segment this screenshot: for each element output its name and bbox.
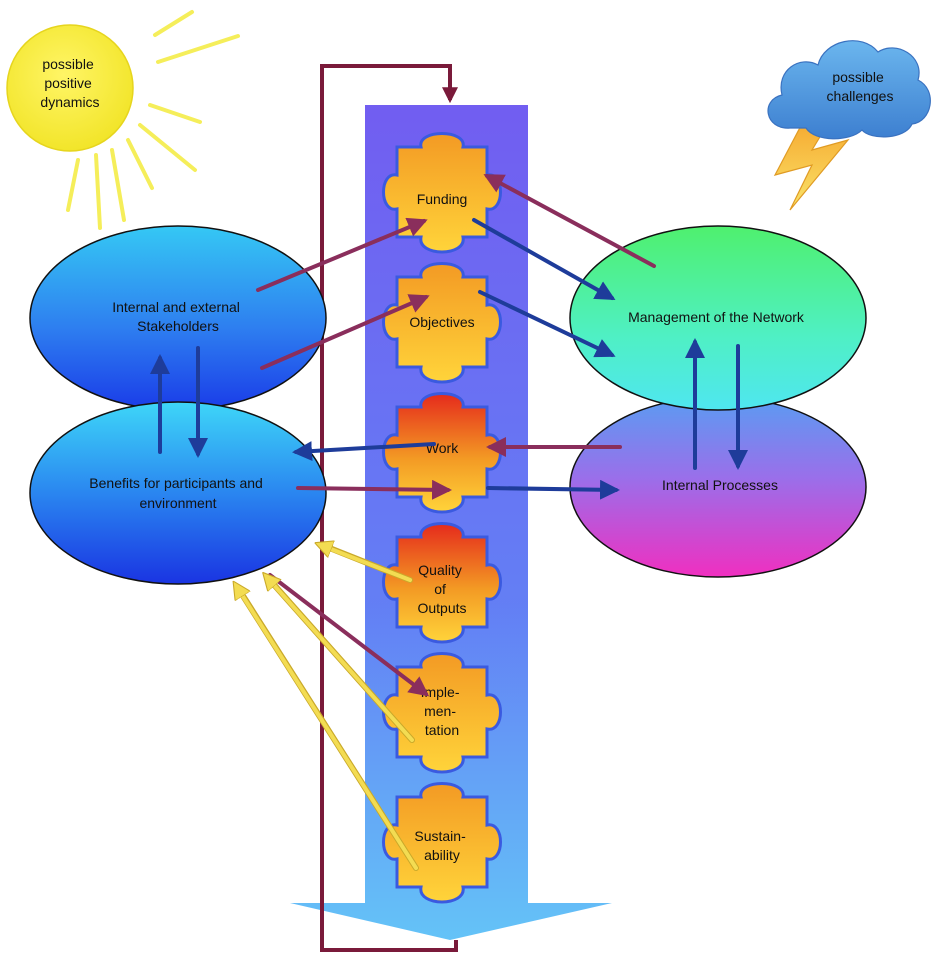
cloud-label: possible challenges — [827, 69, 894, 104]
cloud-icon — [767, 40, 931, 140]
puzzle-piece-quality: Quality of Outputs — [382, 522, 502, 644]
arrow-benefits-to-work — [296, 479, 452, 500]
svg-text:Sustain- ability: Sustain- ability — [414, 828, 469, 863]
arrow-management-to-funding — [483, 174, 656, 268]
management-label: Management of the Network — [628, 309, 805, 325]
stakeholders-label: Internal and external Stakeholders — [112, 299, 244, 334]
arrow-quality-to-benefits — [318, 544, 412, 582]
process-flow-arrow — [290, 105, 612, 940]
puzzle-piece-funding: Funding — [382, 132, 502, 254]
sun-rays — [66, 10, 240, 230]
sun-label: possible positive dynamics — [40, 56, 99, 110]
arrow-benefits-to-implementation — [268, 573, 430, 697]
puzzle-piece-objectives: Objectives — [382, 262, 502, 384]
arrow-funding-to-management — [472, 218, 616, 300]
arrow-stakeholders-to-funding — [256, 217, 428, 292]
connector-arrows — [150, 174, 748, 697]
arrow-work-to-internal — [486, 479, 620, 500]
puzzle-piece-sustainability: Sustain- ability — [382, 782, 502, 904]
ellipse-benefits — [29, 401, 327, 585]
arrow-sustainability-to-benefits — [235, 584, 418, 870]
sun-icon — [6, 24, 134, 152]
puzzle-piece-implementation: Imple- men- tation — [382, 652, 502, 774]
svg-text:Imple- men- tation: Imple- men- tation — [421, 684, 464, 738]
ellipse-management — [569, 225, 867, 411]
svg-text:Funding: Funding — [417, 191, 468, 207]
yellow-feedback-arrows — [235, 544, 419, 871]
svg-text:Quality of Outputs: Quality of Outputs — [417, 562, 466, 616]
internal-processes-label: Internal Processes — [662, 477, 778, 493]
benefits-label: Benefits for participants and environmen… — [89, 475, 266, 511]
arrow-work-to-benefits — [292, 441, 436, 462]
arrow-stakeholders-to-objectives — [260, 294, 430, 370]
arrow-objectives-to-management — [478, 290, 616, 358]
arrow-implementation-to-benefits — [265, 575, 414, 742]
puzzle-piece-work: Work — [382, 392, 502, 514]
svg-text:Objectives: Objectives — [409, 314, 474, 330]
